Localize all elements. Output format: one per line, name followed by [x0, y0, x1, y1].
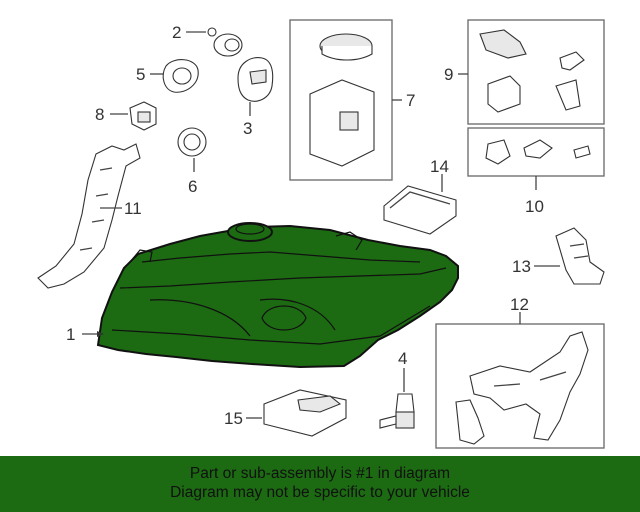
banner-line-1: Part or sub-assembly is #1 in diagram [189, 465, 451, 482]
callout-5: 5 [136, 65, 145, 84]
part-12-wiring-harness[interactable] [455, 331, 589, 445]
part-5-cover[interactable] [162, 59, 199, 93]
connector-block-ribs [569, 243, 589, 259]
harness-body [469, 331, 589, 441]
part-13-connector-block[interactable] [555, 227, 605, 285]
exploded-parts-diagram: 1 2 5 3 8 6 11 [37, 19, 605, 449]
callout-7: 7 [406, 91, 415, 110]
headlamp-bracket-left [129, 249, 153, 263]
part-11-bracket[interactable] [37, 143, 141, 289]
part-1-headlamp-assembly[interactable] [96, 222, 459, 369]
callout-3: 3 [243, 119, 252, 138]
cap-label [249, 69, 267, 85]
part-14-ballast[interactable] [383, 185, 457, 235]
harness-detail [493, 371, 567, 387]
bracket-ribs [79, 167, 113, 251]
ballast-body [383, 185, 457, 235]
callout-10: 10 [525, 197, 544, 216]
part-9-brackets[interactable] [479, 29, 585, 113]
headlamp-reflector-right [259, 298, 336, 331]
socket-face [224, 38, 240, 52]
round-cap-inner [183, 133, 201, 151]
part-6-round-cap[interactable] [177, 127, 207, 157]
part-15-igniter[interactable] [263, 389, 347, 437]
module-plate [339, 111, 359, 131]
bracket-c [487, 75, 521, 113]
headlamp-reflector-left [149, 299, 251, 337]
headlamp-bracket-right [335, 231, 363, 251]
callout-14: 14 [430, 157, 449, 176]
part-4-bulb[interactable] [379, 393, 415, 429]
bracket-b [559, 51, 585, 71]
igniter-top [297, 395, 342, 413]
headlamp-housing-shape [96, 224, 459, 369]
callout-1: 1 [66, 325, 75, 344]
banner-line-2: Diagram may not be specific to your vehi… [170, 484, 470, 501]
part-3-cap[interactable] [237, 57, 274, 102]
part-8-connector[interactable] [129, 101, 157, 131]
connector-block-body [555, 227, 605, 285]
headlamp-cap-ring [235, 223, 265, 235]
callout-15: 15 [224, 409, 243, 428]
callout-2: 2 [172, 23, 181, 42]
info-banner: Part or sub-assembly is #1 in diagram Di… [0, 456, 640, 512]
bulb-glass [379, 415, 397, 429]
callout-9: 9 [444, 65, 453, 84]
bracket-d [555, 79, 581, 111]
igniter-body [263, 389, 347, 437]
headlamp-projector [261, 305, 307, 331]
part-7-control-module[interactable] [309, 33, 375, 167]
ballast-top-edge [389, 191, 451, 209]
cover-center [172, 67, 192, 85]
connector-socket [137, 111, 151, 123]
harness-lead [455, 399, 485, 445]
bracket-a [479, 29, 527, 59]
bulb-base [395, 393, 415, 413]
callout-12: 12 [510, 295, 529, 314]
bracket-strip [37, 143, 141, 289]
bulb-collar [395, 411, 415, 429]
callout-6: 6 [188, 177, 197, 196]
callout-4: 4 [398, 349, 407, 368]
part-2-socket[interactable] [207, 27, 243, 57]
headlamp-lower-contour [111, 305, 431, 345]
callout-8: 8 [95, 105, 104, 124]
fastener-screw [573, 145, 591, 159]
socket-pin [207, 27, 217, 37]
callout-11: 11 [124, 199, 142, 218]
fastener-nut [523, 139, 553, 159]
headlamp-upper-contour [141, 251, 421, 263]
headlamp-cap [227, 222, 273, 242]
fastener-clip [485, 139, 511, 165]
part-10-fasteners[interactable] [485, 139, 591, 165]
headlamp-lens-contour [119, 267, 447, 289]
module-cover-rim [321, 46, 373, 61]
callout-13: 13 [512, 257, 531, 276]
callout-arrow-1 [97, 331, 104, 337]
